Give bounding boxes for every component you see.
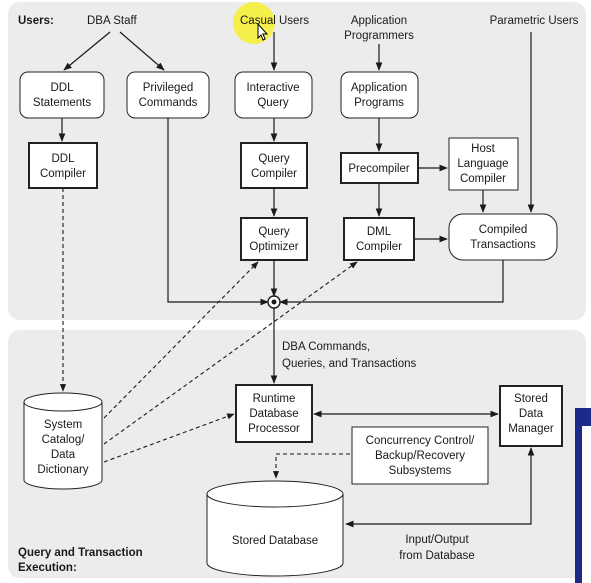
dashed-catalog-to-runtime <box>103 413 235 463</box>
host-language-compiler-text-3: Compiler <box>460 173 506 185</box>
concurrency-control-text-3: Subsystems <box>389 465 452 477</box>
stored-data-manager-text-2: Data <box>519 408 544 420</box>
dba-commands-text-1: DBA Commands, <box>282 341 370 353</box>
host-language-compiler-text-2: Language <box>457 158 508 170</box>
runtime-processor-text-1: Runtime <box>253 393 296 405</box>
dba-commands-text-2: Queries, and Transactions <box>282 358 416 370</box>
ddl-compiler-text-2: Compiler <box>40 168 86 180</box>
privileged-commands-box <box>126 71 210 119</box>
query-compiler-box <box>240 142 308 189</box>
pointer-cursor-icon <box>257 22 269 41</box>
dashed-catalog-to-optimizer <box>103 261 259 419</box>
app-programmers-label-1: Application <box>351 15 407 27</box>
host-language-compiler-text-1: Host <box>471 143 495 155</box>
ddl-compiler-box <box>28 142 98 189</box>
system-catalog-text-3: Data <box>51 449 76 461</box>
query-compiler-text-2: Compiler <box>251 168 297 180</box>
privileged-commands-text-2: Commands <box>139 97 198 109</box>
arrow-dba-to-privileged <box>119 31 165 71</box>
input-output-text-2: from Database <box>399 550 474 562</box>
ddl-statements-text-2: Statements <box>33 97 91 109</box>
arrow-privileged-to-junction <box>167 118 269 306</box>
app-programmers-label-2: Programmers <box>344 30 414 42</box>
users-label: Users: <box>18 15 54 27</box>
precompiler-text: Precompiler <box>348 163 410 175</box>
side-panel-inner <box>582 426 591 583</box>
interactive-query-text-1: Interactive <box>246 82 299 94</box>
casual-users-label: Casual Users <box>240 15 309 27</box>
dml-compiler-box <box>343 217 415 261</box>
stored-database-cylinder <box>206 480 344 577</box>
ddl-compiler-text-1: DDL <box>51 153 75 165</box>
solid-arrows <box>58 31 535 528</box>
stored-data-manager-box <box>499 385 563 447</box>
interactive-query-text-2: Query <box>257 97 289 109</box>
application-programs-text-2: Programs <box>354 97 404 109</box>
query-compiler-text-1: Query <box>258 153 290 165</box>
dml-compiler-text-1: DML <box>367 226 392 238</box>
arrow-compiled-to-junction <box>279 260 504 306</box>
compiled-transactions-text-2: Transactions <box>470 239 536 251</box>
stored-data-manager-text-3: Manager <box>508 423 554 435</box>
system-catalog-text-1: System <box>44 419 82 431</box>
concurrency-control-text-2: Backup/Recovery <box>375 450 465 462</box>
dml-compiler-text-2: Compiler <box>356 241 402 253</box>
query-optimizer-text-2: Optimizer <box>249 241 298 253</box>
interactive-query-box <box>234 71 313 119</box>
junction-dot <box>271 299 277 305</box>
query-optimizer-box <box>240 217 308 261</box>
stored-data-manager-text-1: Stored <box>514 393 548 405</box>
arrow-manager-database <box>345 447 535 528</box>
parametric-users-label: Parametric Users <box>490 15 579 27</box>
runtime-processor-text-3: Processor <box>248 423 300 435</box>
execution-label-line2: Execution: <box>18 562 77 574</box>
privileged-commands-text-1: Privileged <box>143 82 194 94</box>
system-catalog-text-4: Dictionary <box>37 464 88 476</box>
application-programs-box <box>340 71 419 119</box>
dashed-catalog-to-dml <box>103 261 358 445</box>
dashed-concurrency-to-database <box>272 453 350 479</box>
system-catalog-cylinder <box>23 392 103 490</box>
dba-staff-label: DBA Staff <box>87 15 137 27</box>
concurrency-control-text-1: Concurrency Control/ <box>366 435 475 447</box>
dashed-arrows <box>59 188 358 479</box>
input-output-text-1: Input/Output <box>405 534 469 546</box>
execution-label-line1: Query and Transaction <box>18 547 143 559</box>
host-language-compiler-box <box>448 137 519 191</box>
query-optimizer-text-1: Query <box>258 226 290 238</box>
system-catalog-text-2: Catalog/ <box>42 434 86 446</box>
arrow-dba-to-ddl-statements <box>63 31 111 71</box>
runtime-processor-box <box>235 384 313 443</box>
application-programs-text-1: Application <box>351 82 407 94</box>
ddl-statements-box <box>19 71 105 119</box>
compiled-transactions-box <box>448 213 558 261</box>
ddl-statements-text-1: DDL <box>50 82 74 94</box>
compiled-transactions-text-1: Compiled <box>479 224 528 236</box>
stored-database-text: Stored Database <box>232 535 318 547</box>
runtime-processor-text-2: Database <box>249 408 298 420</box>
